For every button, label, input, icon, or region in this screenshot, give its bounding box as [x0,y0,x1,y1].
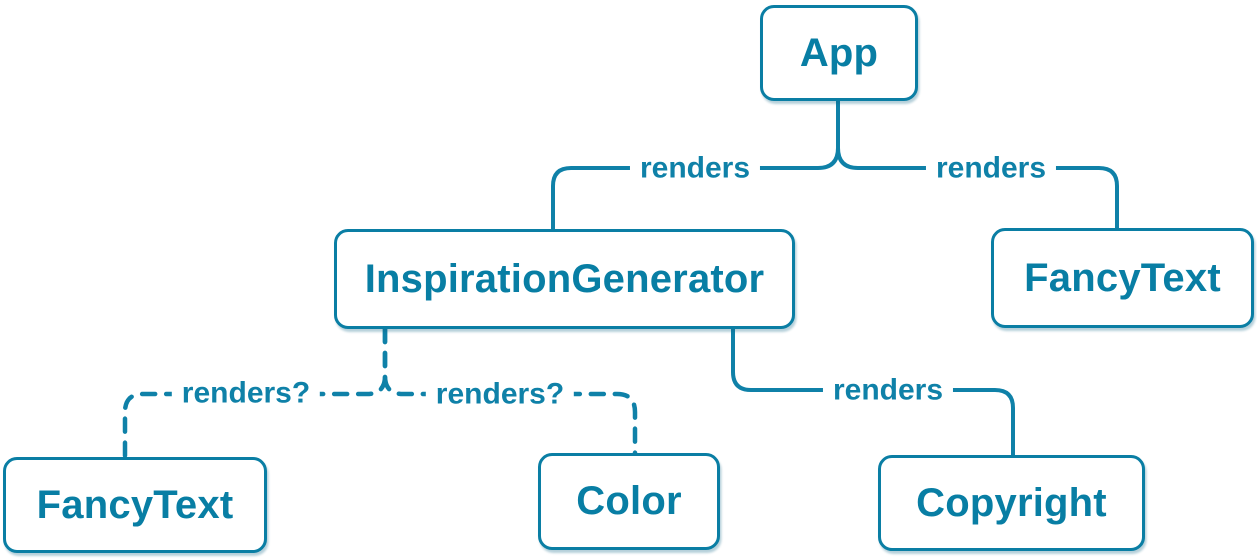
node-inspiration-generator-label: InspirationGenerator [364,256,765,301]
edge-label-inspiration-generator-to-fancy-text: renders? [171,375,321,411]
node-app-label: App [799,30,879,75]
node-fancy-text-top: FancyText [991,228,1254,328]
node-app: App [760,5,918,101]
edge-label-app-to-fancy-text: renders [925,150,1057,186]
node-inspiration-generator: InspirationGenerator [334,229,795,329]
node-color: Color [538,453,720,550]
node-fancy-text-bottom-label: FancyText [36,482,234,527]
node-color-label: Color [576,479,682,523]
node-copyright: Copyright [878,455,1145,551]
node-fancy-text-bottom: FancyText [3,457,267,553]
node-fancy-text-top-label: FancyText [1024,255,1221,300]
edge-label-app-to-inspiration-generator: renders [629,150,761,186]
node-copyright-label: Copyright [916,480,1107,525]
edge-label-inspiration-generator-to-color: renders? [425,376,575,412]
edge-label-inspiration-generator-to-copyright: renders [822,372,954,408]
